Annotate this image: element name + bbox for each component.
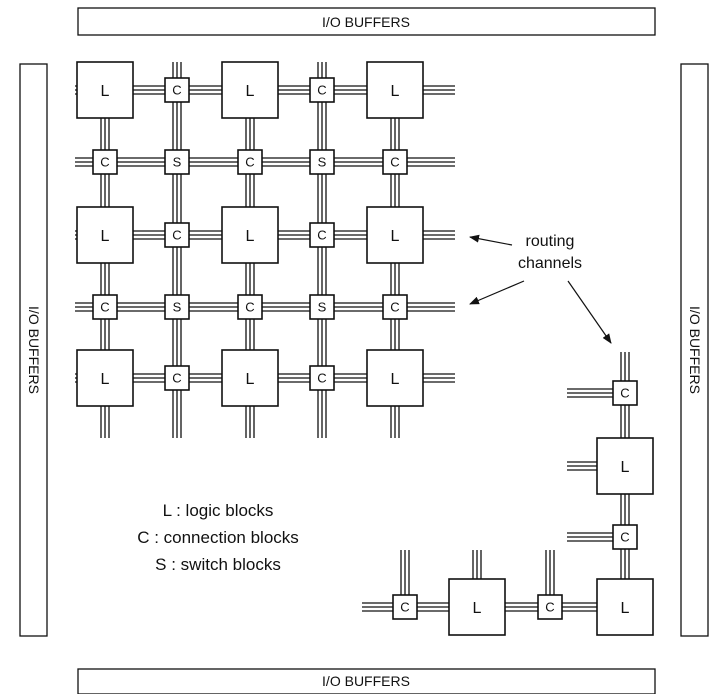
connection-block-label: C [317, 83, 326, 98]
switch-block: S [309, 294, 335, 320]
connection-block-label: C [172, 83, 181, 98]
logic-block-label: L [246, 83, 255, 100]
logic-block: L [221, 206, 279, 264]
connection-block: C [612, 524, 638, 550]
io-buffer-bottom-label: I/O BUFFERS [322, 673, 410, 689]
connection-block-label: C [620, 386, 629, 401]
switch-block-label: S [318, 155, 327, 170]
logic-block-label: L [101, 371, 110, 388]
connection-block: C [382, 149, 408, 175]
logic-block: L [366, 349, 424, 407]
connection-block: C [164, 222, 190, 248]
switch-block: S [164, 149, 190, 175]
logic-block-label: L [391, 228, 400, 245]
io-buffer-right: I/O BUFFERS [680, 63, 709, 637]
connection-block: C [309, 365, 335, 391]
logic-block-label: L [621, 600, 630, 617]
logic-block-label: L [391, 83, 400, 100]
logic-block: L [76, 349, 134, 407]
connection-block: C [537, 594, 563, 620]
arrow-to-switch-channel [469, 280, 525, 305]
io-buffer-top-label: I/O BUFFERS [322, 14, 410, 30]
legend-logic: L : logic blocks [163, 501, 274, 520]
logic-block-label: L [473, 600, 482, 617]
legend-switch: S : switch blocks [155, 555, 281, 574]
connection-block: C [382, 294, 408, 320]
connection-block-label: C [100, 300, 109, 315]
connection-block: C [164, 77, 190, 103]
logic-block: L [221, 61, 279, 119]
logic-block: L [596, 578, 654, 636]
connection-block-label: C [390, 300, 399, 315]
io-buffer-left-label: I/O BUFFERS [26, 306, 42, 394]
connection-block: C [309, 222, 335, 248]
logic-block: L [448, 578, 506, 636]
switch-block: S [309, 149, 335, 175]
connection-block-label: C [545, 600, 554, 615]
logic-block-label: L [621, 459, 630, 476]
legend-connection: C : connection blocks [137, 528, 299, 547]
routing-channels-annotation: routing channels [469, 233, 612, 344]
connection-block-label: C [245, 155, 254, 170]
switch-block: S [164, 294, 190, 320]
logic-block: L [596, 437, 654, 495]
corner-fragment: C L C L C L C [392, 380, 654, 636]
connection-block: C [237, 294, 263, 320]
io-buffer-top: I/O BUFFERS [77, 7, 656, 36]
fpga-block-grid: L C L C L C S C S C L C L C L C S C S C L C L C L [76, 61, 424, 407]
logic-block-label: L [246, 228, 255, 245]
logic-block-label: L [101, 83, 110, 100]
connection-block-label: C [172, 371, 181, 386]
logic-block: L [221, 349, 279, 407]
connection-block-label: C [172, 228, 181, 243]
connection-block: C [612, 380, 638, 406]
switch-block-label: S [173, 300, 182, 315]
connection-block-label: C [620, 530, 629, 545]
arrow-to-row-channel [469, 234, 513, 246]
arrow-to-corner-channel [567, 280, 612, 344]
switch-block-label: S [173, 155, 182, 170]
connection-block: C [392, 594, 418, 620]
connection-block-label: C [317, 371, 326, 386]
logic-block: L [366, 61, 424, 119]
io-buffer-bottom: I/O BUFFERS [77, 668, 656, 694]
io-buffer-right-label: I/O BUFFERS [687, 306, 703, 394]
connection-block: C [309, 77, 335, 103]
connection-block: C [237, 149, 263, 175]
connection-block: C [92, 149, 118, 175]
connection-block-label: C [317, 228, 326, 243]
logic-block-label: L [246, 371, 255, 388]
annotation-line-2: channels [518, 255, 582, 272]
switch-block-label: S [318, 300, 327, 315]
legend: L : logic blocks C : connection blocks S… [137, 501, 299, 574]
logic-block: L [76, 206, 134, 264]
connection-block-label: C [400, 600, 409, 615]
logic-block-label: L [391, 371, 400, 388]
connection-block-label: C [100, 155, 109, 170]
connection-block: C [164, 365, 190, 391]
annotation-line-1: routing [526, 233, 575, 250]
connection-block: C [92, 294, 118, 320]
io-buffer-left: I/O BUFFERS [19, 63, 48, 637]
logic-block-label: L [101, 228, 110, 245]
logic-block: L [76, 61, 134, 119]
connection-block-label: C [245, 300, 254, 315]
connection-block-label: C [390, 155, 399, 170]
logic-block: L [366, 206, 424, 264]
